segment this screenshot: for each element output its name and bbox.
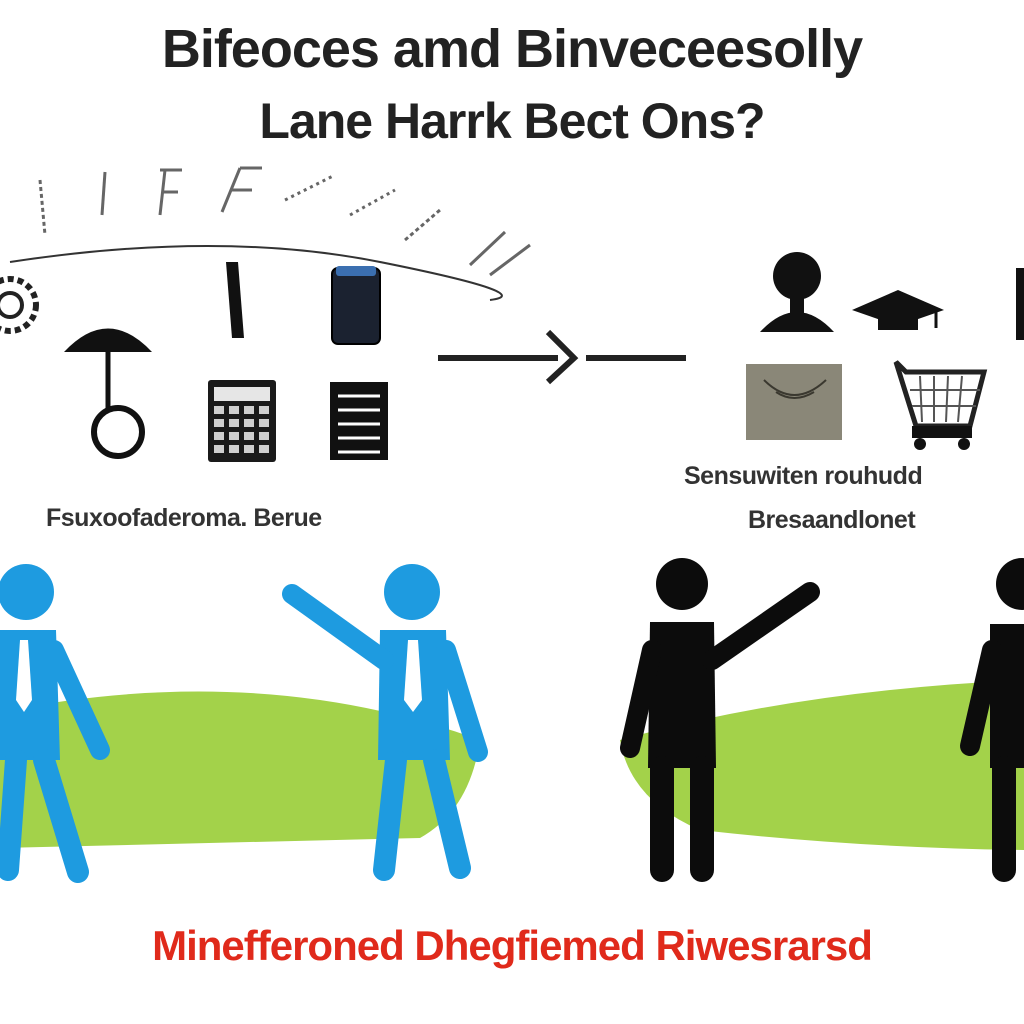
umbrella-unicycle-icon <box>64 328 152 459</box>
shopping-cart-icon <box>893 360 988 450</box>
arrow-right-icon <box>438 329 686 385</box>
document-list-icon <box>330 382 388 460</box>
sketch-marks <box>38 166 531 277</box>
person-bust-icon <box>760 252 834 332</box>
flow-curve <box>9 245 503 301</box>
graduation-cap-icon <box>852 290 944 330</box>
envelope-card-icon <box>746 364 842 440</box>
black-person-figure <box>960 558 1024 882</box>
green-ground-left <box>0 691 480 848</box>
footer-text: Minefferoned Dhegfiemed Riwesrarsd <box>152 922 873 969</box>
calculator-icon <box>208 380 276 462</box>
main-title: Bifeoces amd Binveceesolly <box>161 19 863 79</box>
right-caption-line2: Bresaandlonet <box>748 506 916 534</box>
black-person-figure <box>620 558 820 882</box>
blue-person-figure <box>282 564 488 881</box>
blue-person-figure <box>0 564 110 883</box>
green-ground-right <box>620 680 1024 850</box>
jar-icon <box>331 266 381 345</box>
gear-icon <box>0 276 39 334</box>
subtitle: Lane Harrk Bect Ons? <box>259 93 765 149</box>
pen-stroke-icon <box>226 262 244 338</box>
edge-panel <box>1016 268 1024 340</box>
left-caption: Fsuxoofaderoma. Berue <box>46 504 322 532</box>
right-caption-line1: Sensuwiten rouhudd <box>684 462 923 490</box>
